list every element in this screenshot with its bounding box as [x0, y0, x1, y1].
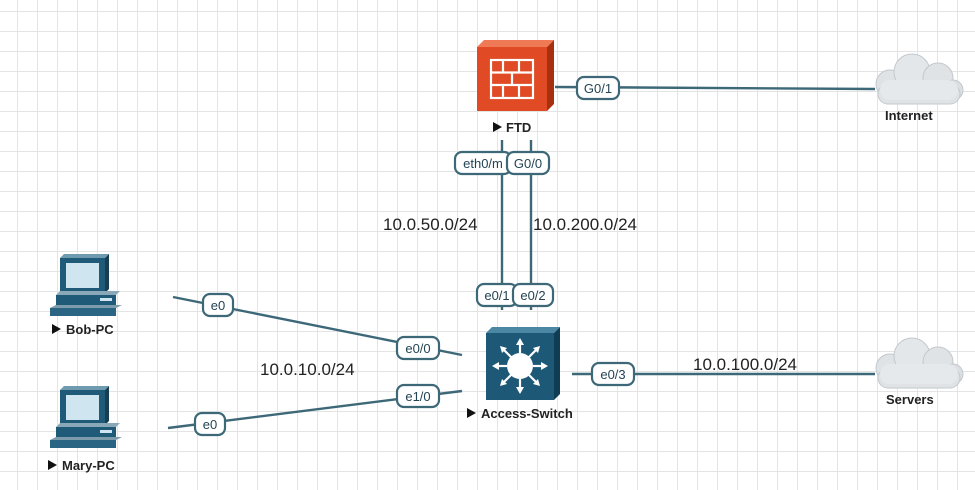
servers-cloud[interactable]: Servers: [875, 337, 964, 407]
computer-icon: [50, 254, 122, 316]
iface-badge-ftd-g0-1[interactable]: G0/1: [575, 75, 621, 101]
iface-badge-sw-e1-0[interactable]: e1/0: [395, 383, 441, 409]
svg-text:e0/3: e0/3: [600, 367, 625, 382]
access-switch[interactable]: Access-Switch: [467, 327, 573, 421]
bob-pc-label: Bob-PC: [66, 322, 114, 337]
expand-triangle-icon[interactable]: [467, 408, 476, 418]
iface-badge-mary-e0[interactable]: e0: [193, 411, 227, 437]
access-switch-label: Access-Switch: [481, 406, 573, 421]
cloud-icon: [875, 337, 964, 389]
svg-text:e0: e0: [211, 298, 225, 313]
switch-icon: [486, 327, 560, 400]
internet-cloud[interactable]: Internet: [875, 53, 964, 123]
iface-badge-sw-e0-1[interactable]: e0/1: [475, 282, 519, 308]
expand-triangle-icon[interactable]: [493, 122, 502, 132]
svg-text:e0: e0: [203, 417, 217, 432]
svg-text:G0/0: G0/0: [514, 156, 542, 171]
ftd-firewall[interactable]: FTD: [477, 40, 554, 135]
subnet-label-mgmt: 10.0.50.0/24: [383, 215, 478, 234]
iface-badge-ftd-eth0-mgmt[interactable]: eth0/m: [453, 150, 513, 176]
subnet-label-servers: 10.0.100.0/24: [693, 355, 797, 374]
iface-badge-bob-e0[interactable]: e0: [201, 292, 235, 318]
expand-triangle-icon[interactable]: [52, 324, 61, 334]
firewall-icon: [477, 40, 554, 111]
svg-text:eth0/m: eth0/m: [463, 156, 503, 171]
mary-pc[interactable]: Mary-PC: [48, 386, 122, 473]
internet-label: Internet: [885, 108, 933, 123]
svg-text:e1/0: e1/0: [405, 389, 430, 404]
svg-text:G0/1: G0/1: [584, 81, 612, 96]
expand-triangle-icon[interactable]: [48, 460, 57, 470]
iface-badge-sw-e0-2[interactable]: e0/2: [511, 282, 555, 308]
subnet-label-inside: 10.0.200.0/24: [533, 215, 637, 234]
svg-text:e0/2: e0/2: [520, 288, 545, 303]
computer-icon: [50, 386, 122, 448]
ftd-label: FTD: [506, 120, 531, 135]
bob-pc[interactable]: Bob-PC: [50, 254, 122, 337]
cloud-icon: [875, 53, 964, 105]
iface-badge-sw-e0-3[interactable]: e0/3: [590, 361, 636, 387]
iface-badge-ftd-g0-0[interactable]: G0/0: [505, 150, 551, 176]
servers-label: Servers: [886, 392, 934, 407]
svg-text:e0/0: e0/0: [405, 341, 430, 356]
mary-pc-label: Mary-PC: [62, 458, 115, 473]
svg-text:e0/1: e0/1: [484, 288, 509, 303]
iface-badge-sw-e0-0[interactable]: e0/0: [395, 335, 441, 361]
subnet-label-users: 10.0.10.0/24: [260, 360, 355, 379]
